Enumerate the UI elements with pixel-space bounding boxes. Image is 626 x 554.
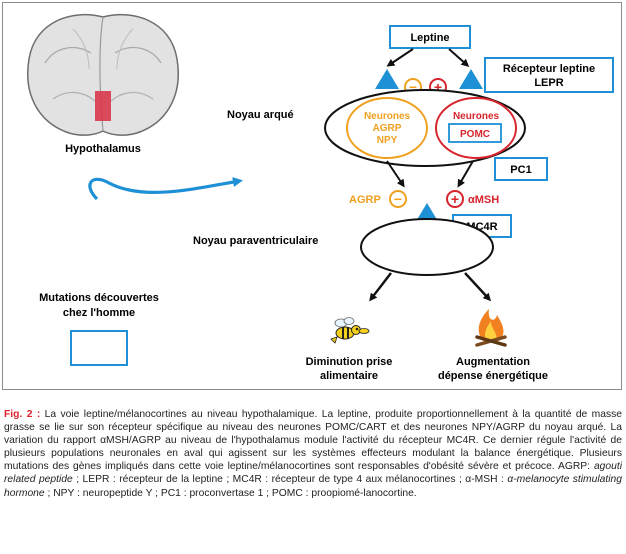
lepr-label-line2: LEPR [534,77,563,89]
blue-curved-arrow [88,177,243,201]
caption-text-2: ; LEPR : récepteur de la leptine ; MC4R … [72,474,508,486]
campfire-icon [475,309,507,347]
minus-sign-top: − [409,79,417,95]
plus-sign-top: + [434,79,442,95]
plus-sign-amsh: + [451,191,459,207]
amsh-definition: α-melanocyte stimulating hormone [4,474,622,499]
output-arrow-right [464,272,492,302]
caption-text-3: ; NPY : neuropeptide Y ; PC1 : proconver… [44,487,417,499]
leptine-arrow-right [448,48,470,67]
pomc-label: POMC [460,129,490,140]
mutations-label-line1: Mutations découvertes [39,292,159,304]
pc1-label: PC1 [510,164,531,176]
agrp-neurons-line3: NPY [377,135,398,146]
inhibition-circle-icon: − [389,190,407,208]
activation-circle-icon: + [446,190,464,208]
receptor-triangle-icon [375,69,399,89]
agrp-neurons-line2: AGRP [373,123,402,134]
pomc-box [448,123,502,143]
figure-label: Fig. 2 : [4,409,41,420]
paraventricular-nucleus-ellipse [360,218,494,276]
mutations-label-line2: chez l'homme [63,307,135,319]
pomc-neurons-line1: Neurones [453,111,500,122]
agrp-label: AGRP [349,194,381,206]
agrp-down-arrow [386,160,405,188]
augmentation-label-line1: Augmentation [456,356,530,368]
caption-text-1: La voie leptine/mélanocortines au niveau… [4,409,623,473]
hypothalamus-label: Hypothalamus [65,143,141,155]
minus-sign-agrp: − [394,191,402,207]
amsh-label: αMSH [468,194,499,206]
mutations-legend-box [70,330,128,366]
leptine-label: Leptine [410,32,449,44]
brain-section-icon [27,13,179,136]
agrp-neurons-ellipse [346,97,428,159]
diagram-svg: Hypothalamus Leptine Récepteur leptine L… [27,13,614,382]
pomc-down-arrow [457,160,474,188]
agrp-neurons-line1: Neurones [364,111,411,122]
noyau-paraventriculaire-label: Noyau paraventriculaire [193,235,318,247]
pc1-box [494,157,548,181]
diagram-frame: Hypothalamus Leptine Récepteur leptine L… [2,2,622,390]
lepr-label-line1: Récepteur leptine [503,63,595,75]
receptor-triangle-icon [415,203,439,223]
noyau-arque-label: Noyau arqué [227,109,294,121]
bee-icon [330,317,370,344]
lepr-box [484,57,614,93]
diminution-label-line1: Diminution prise [306,356,393,368]
augmentation-label-line2: dépense énergétique [438,370,548,382]
receptor-triangle-icon [459,69,483,89]
diminution-label-line2: alimentaire [320,370,378,382]
agrp-definition: agouti related peptide [4,461,622,486]
leptine-box [389,25,471,49]
leptine-arrow-left [386,48,414,67]
output-arrow-left [369,272,392,302]
figure-caption: Fig. 2 : La voie leptine/mélanocortines … [4,408,622,500]
